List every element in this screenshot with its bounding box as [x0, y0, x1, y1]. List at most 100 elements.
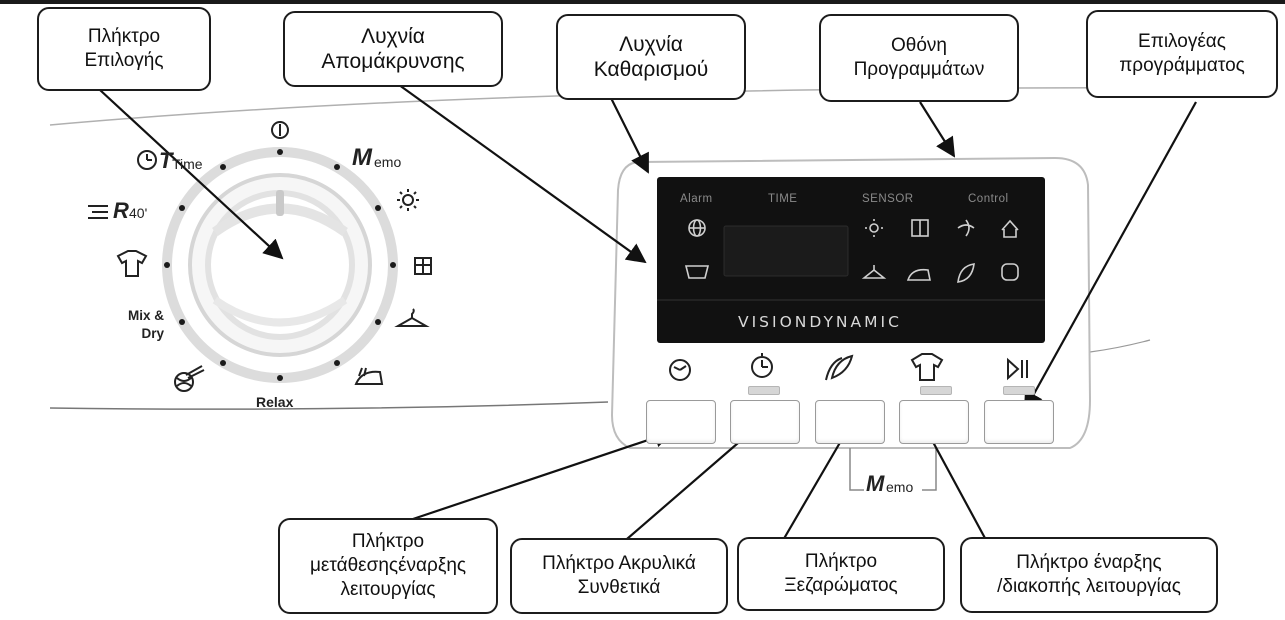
leaf-icon — [957, 263, 975, 283]
callout-removal-lamp: Λυχνία Απομάκρυνσης — [283, 11, 503, 87]
callout-text: Πλήκτρο Ακρυλικά — [542, 553, 696, 574]
dial-dot — [179, 319, 185, 325]
dial-dot — [334, 164, 340, 170]
callout-text: Ξεζαρώματος — [784, 575, 898, 596]
callout-selector-button: Πλήκτρο Επιλογής — [37, 7, 211, 91]
callout-text: Οθόνη — [891, 35, 947, 56]
crease-led — [920, 386, 952, 395]
dial-dot — [375, 319, 381, 325]
hanger-icon — [394, 308, 430, 327]
callout-text: Πλήκτρο — [351, 531, 425, 552]
crease-guard-button[interactable] — [899, 400, 969, 444]
cupboard-icon — [911, 219, 929, 237]
rapid-icon — [88, 205, 108, 219]
top-border — [0, 0, 1285, 4]
dial-dot — [220, 360, 226, 366]
callout-text: Λυχνία — [619, 33, 683, 56]
feather-icon — [825, 354, 854, 381]
tub-icon — [684, 265, 710, 279]
house-icon — [1001, 219, 1019, 238]
iron-icon — [906, 268, 931, 281]
callout-crease-button: Πλήκτρο Ξεζαρώματος — [737, 537, 945, 611]
shirt-icon — [910, 353, 944, 381]
callout-text: προγράμματος — [1119, 55, 1245, 76]
dial-icons — [88, 121, 432, 392]
dial-label-memo: emo — [374, 154, 402, 170]
hanger-icon — [861, 265, 887, 279]
callout-text: Συνθετικά — [577, 577, 661, 598]
callout-text: Απομάκρυνσης — [321, 50, 465, 73]
dial-dot — [179, 205, 185, 211]
panel-side-curve — [1089, 339, 1151, 353]
display-brand: VISIONDYNAMIC — [738, 313, 902, 331]
dial-dot — [334, 360, 340, 366]
leader-removal-lamp — [369, 63, 647, 264]
callout-cleaning-lamp: Λυχνία Καθαρισμού — [556, 14, 746, 100]
delay-start-button[interactable] — [730, 400, 800, 444]
iron-icon — [354, 367, 384, 385]
callout-program-selector: Επιλογέας προγράμματος — [1086, 10, 1278, 98]
play-pause-icon — [1007, 357, 1028, 381]
dial-label-r40: 40' — [129, 205, 148, 221]
acrylic-synthetics-button[interactable] — [815, 400, 885, 444]
memo-bracket-right — [922, 448, 937, 491]
callout-text: Πλήκτρο — [87, 26, 161, 47]
dial-dot — [164, 262, 170, 268]
memo-label: emo — [886, 479, 914, 495]
cupboard-icon — [414, 257, 432, 275]
power-icon — [271, 121, 289, 139]
callout-text: Πλήκτρο έναρξης — [1016, 552, 1162, 573]
callout-text: μετάθεσηςέναρξης — [309, 555, 467, 576]
program-display — [657, 177, 1045, 343]
display-label-alarm: Alarm — [680, 193, 713, 205]
program-dial[interactable] — [162, 147, 398, 383]
timer-button[interactable] — [646, 400, 716, 444]
dial-dot — [220, 164, 226, 170]
leader-program-display — [919, 101, 956, 158]
clock-icon — [137, 150, 157, 170]
leader-delay-start — [409, 428, 674, 522]
display-label-time: TIME — [768, 193, 798, 205]
callout-text: Καθαρισμού — [593, 58, 709, 81]
leader-program-selector — [1024, 101, 1197, 412]
leader-cleaning-lamp — [609, 95, 649, 174]
leader-acrylic — [619, 422, 762, 546]
dial-grip-bottom — [212, 296, 348, 327]
globe-icon — [688, 219, 706, 237]
callout-text: λειτουργίας — [340, 579, 436, 600]
leader-selector-button — [99, 89, 284, 260]
callout-delay-start-button: Πλήκτρο μετάθεσηςέναρξης λειτουργίας — [278, 518, 498, 614]
leader-lines — [99, 63, 1197, 546]
delay-icon — [751, 353, 773, 378]
start-pause-button[interactable] — [984, 400, 1054, 444]
time-digits-area — [723, 225, 849, 277]
callout-program-display: Οθόνη Προγραμμάτων — [819, 14, 1019, 102]
dial-label-mix-dry-1: Mix & — [127, 308, 164, 323]
dial-dot — [277, 149, 283, 155]
memo-bracket-left — [849, 448, 864, 491]
dial-label-mix-dry-2: Dry — [141, 326, 164, 341]
wool-icon — [174, 365, 205, 392]
callout-text: Προγραμμάτων — [853, 59, 985, 80]
display-icons — [684, 219, 1019, 283]
dial-label-r40-prefix: R — [113, 198, 129, 223]
memo-label-prefix: M — [866, 471, 885, 496]
panel-bottom-curve — [49, 401, 609, 410]
callout-text: /διακοπής λειτουργίας — [997, 576, 1181, 597]
dial-label-time-prefix: T — [159, 148, 173, 173]
dial-label-relax: Relax — [256, 394, 294, 410]
callout-text: Επιλογής — [84, 50, 164, 71]
display-label-sensor: SENSOR — [862, 193, 914, 205]
dial-dot — [277, 375, 283, 381]
display-label-control: Control — [968, 193, 1009, 205]
callout-start-pause-button: Πλήκτρο έναρξης /διακοπής λειτουργίας — [960, 537, 1218, 613]
dial-pointer — [276, 190, 284, 216]
callout-text: Επιλογέας — [1138, 31, 1226, 52]
dial-dot — [375, 205, 381, 211]
callout-text: Πλήκτρο — [804, 551, 878, 572]
sun-icon — [397, 189, 419, 211]
fan-icon — [957, 219, 975, 237]
button-icons — [669, 353, 1028, 381]
callout-text: Λυχνία — [361, 25, 425, 48]
